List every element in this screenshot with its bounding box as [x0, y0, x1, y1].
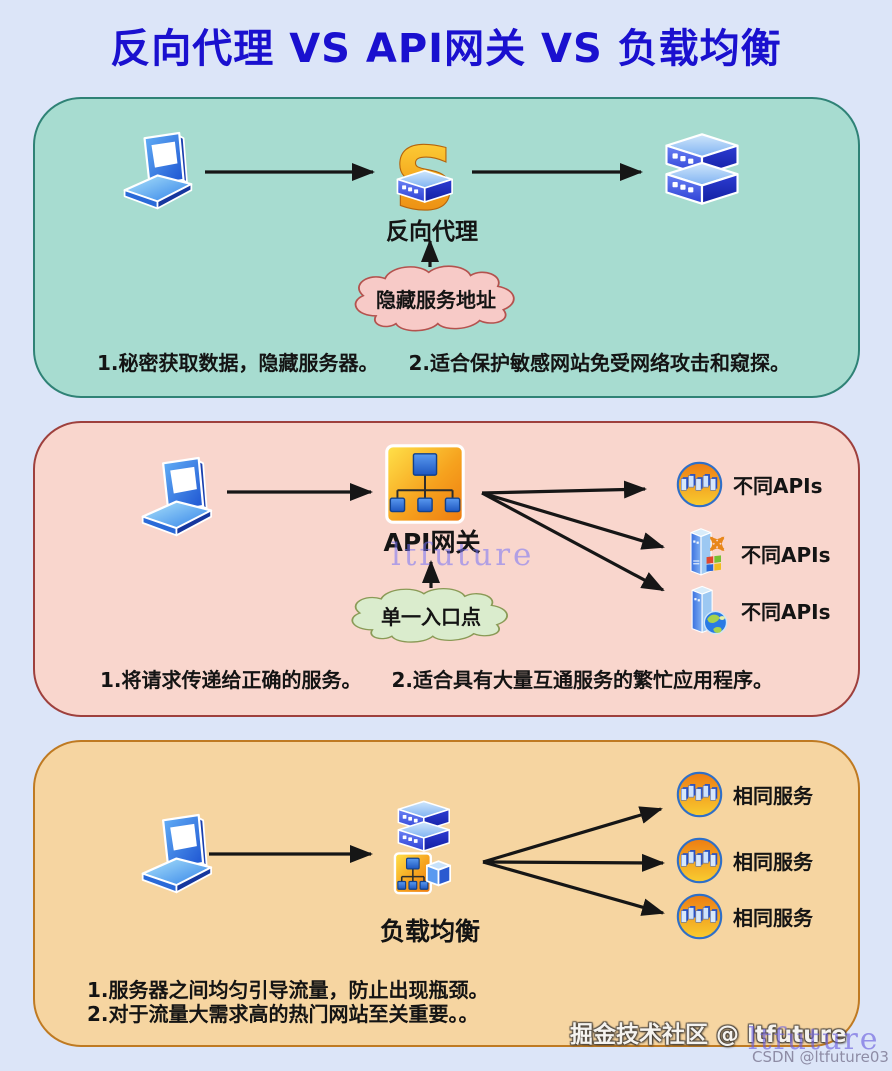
- section-reverse-proxy: S 反向代理 隐藏服务地址 1.秘密获取数据，隐藏服务器。 2.适合保护敏感网站免…: [33, 97, 860, 398]
- notes: 1.秘密获取数据，隐藏服务器。 2.适合保护敏感网站免受网络攻击和窥探。: [97, 351, 790, 375]
- api-target-label: 不同APIs: [741, 599, 831, 624]
- lb-target-row: 相同服务: [676, 771, 813, 818]
- lb-target-label: 相同服务: [733, 850, 813, 874]
- watermark-csdn: CSDN @ltfuture03: [752, 1048, 889, 1066]
- cloud-text: 隐藏服务地址: [376, 287, 496, 312]
- watermark-signature: ltfuture: [748, 1022, 880, 1057]
- cloud-text: 单一入口点: [381, 604, 481, 629]
- server-cluster-icon: [676, 837, 723, 884]
- load-balancer-icon: [393, 799, 455, 902]
- note-1: 1.秘密获取数据，隐藏服务器。: [97, 351, 379, 375]
- reverse-proxy-icon: S: [385, 140, 465, 220]
- server-cluster-icon: [676, 893, 723, 940]
- api-target-label: 不同APIs: [741, 543, 831, 567]
- note-2: 2.适合保护敏感网站免受网络攻击和窥探。: [408, 351, 791, 375]
- notes: 1.服务器之间均匀引导流量，防止出现瓶颈。 2.对于流量大需求高的热门网站至关重…: [87, 978, 489, 1026]
- cloud-callout: 隐藏服务地址: [345, 263, 527, 333]
- lb-target-label: 相同服务: [733, 784, 813, 808]
- page-title: 反向代理 VS API网关 VS 负载均衡: [110, 26, 782, 72]
- cloud-callout: 单一入口点: [342, 586, 520, 644]
- section-load-balancing: 负载均衡 相同服务: [33, 740, 860, 1047]
- arrow: [482, 860, 665, 916]
- api-target-row: 不同APIs: [676, 459, 822, 509]
- lb-target-label: 相同服务: [733, 906, 813, 930]
- windows-server-icon: [681, 526, 731, 581]
- laptop-icon: [140, 810, 220, 900]
- server-stack-icon: [663, 132, 741, 206]
- notes: 1.将请求传递给正确的服务。 2.适合具有大量互通服务的繁忙应用程序。: [100, 668, 773, 692]
- server-cluster-icon: [676, 461, 723, 508]
- laptop-icon: [140, 454, 220, 542]
- section-api-gateway: API网关 ltfuture 不同APIs: [33, 421, 860, 717]
- arrow: [482, 853, 665, 872]
- web-server-globe-icon: [681, 582, 731, 638]
- reverse-proxy-label: 反向代理: [386, 219, 478, 245]
- note-2: 2.适合具有大量互通服务的繁忙应用程序。: [391, 668, 774, 692]
- server-cluster-icon: [676, 771, 723, 818]
- note-1: 1.将请求传递给正确的服务。: [100, 668, 362, 692]
- note-2: 2.对于流量大需求高的热门网站至关重要。。: [87, 1002, 479, 1026]
- lb-target-row: 相同服务: [676, 837, 813, 884]
- api-target-row: 不同APIs: [681, 526, 830, 581]
- api-gateway-icon: [385, 444, 465, 524]
- api-target-row: 不同APIs: [681, 582, 830, 638]
- api-gateway-label: API网关: [383, 528, 481, 557]
- api-target-label: 不同APIs: [733, 473, 823, 498]
- arrow: [481, 480, 647, 499]
- note-1: 1.服务器之间均匀引导流量，防止出现瓶颈。: [87, 978, 489, 1002]
- arrow: [482, 806, 663, 864]
- load-balancer-label: 负载均衡: [379, 917, 480, 946]
- laptop-icon: [122, 130, 200, 214]
- watermark-community: 掘金技术社区 @ ltfuture: [570, 1022, 847, 1048]
- lb-target-row: 相同服务: [676, 893, 813, 940]
- watermark-inline: ltfuture: [391, 537, 535, 573]
